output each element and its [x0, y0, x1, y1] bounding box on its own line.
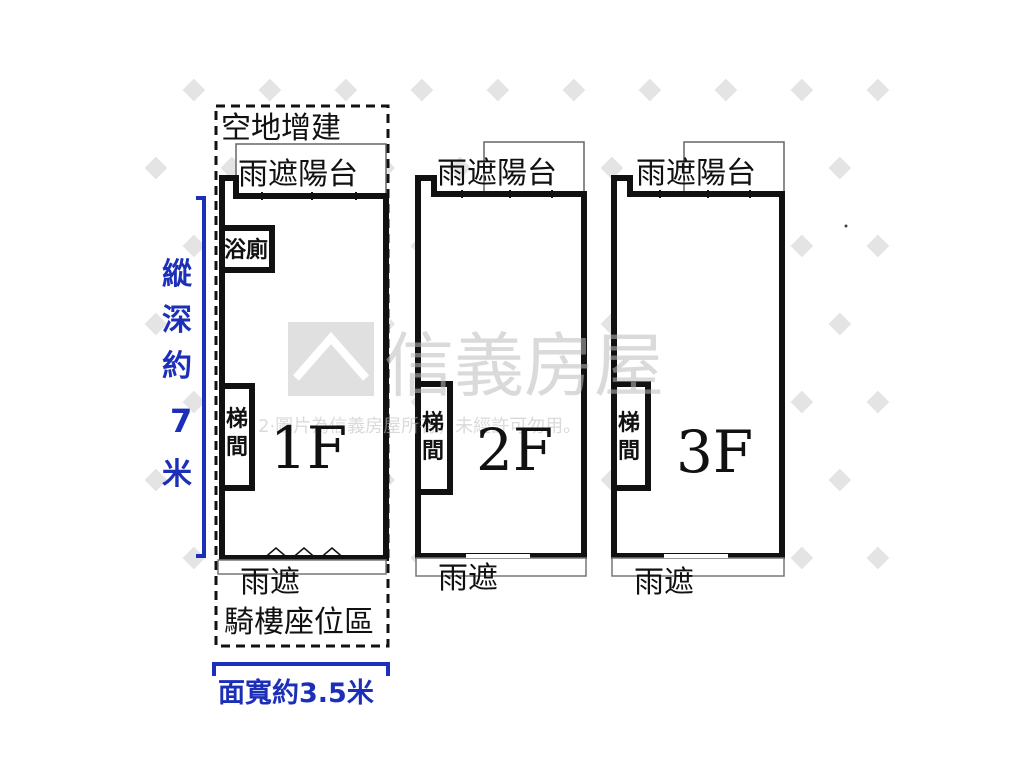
watermark-tile-icon — [486, 78, 510, 102]
depth-dimension-label: 縱 深 約 7 米 — [162, 257, 192, 492]
watermark-tile-icon — [866, 390, 890, 414]
svg-text:7: 7 — [170, 402, 192, 440]
watermark-tile-icon — [828, 468, 852, 492]
label-stair-3f: 梯 間 — [618, 410, 640, 464]
svg-text:間: 間 — [422, 439, 444, 464]
walls-2f — [415, 175, 587, 559]
label-canopy-2f: 雨遮 — [438, 561, 498, 596]
watermark-tile-icon — [866, 546, 890, 570]
brand-watermark-text: 信義房屋 — [384, 325, 664, 407]
svg-text:梯: 梯 — [618, 410, 640, 436]
label-bathroom: 浴廁 — [224, 237, 268, 263]
watermark-tile-icon — [562, 78, 586, 102]
door-zigzag-1f — [261, 547, 347, 561]
svg-text:間: 間 — [226, 435, 248, 460]
label-canopy-balcony-3f: 雨遮陽台 — [636, 156, 756, 191]
brand-watermark: 信義房屋 2·圖片為信義房屋所有，未經許可勿用。 — [258, 322, 664, 437]
watermark-tile-icon — [866, 78, 890, 102]
label-vacant-addition: 空地增建 — [221, 111, 341, 146]
label-canopy-balcony-1f: 雨遮陽台 — [238, 157, 358, 192]
depth-dimension-bracket — [196, 196, 206, 558]
label-canopy-1f: 雨遮 — [240, 565, 300, 600]
watermark-tile-icon — [828, 156, 852, 180]
canopy-1f — [217, 559, 387, 575]
watermark-tagline: 2·圖片為信義房屋所有，未經許可勿用。 — [258, 416, 581, 437]
bathroom-1f — [222, 225, 275, 273]
svg-text:梯: 梯 — [422, 410, 444, 436]
label-stair-1f: 梯 間 — [226, 406, 248, 460]
watermark-tile-icon — [714, 78, 738, 102]
watermark-tile-icon — [828, 312, 852, 336]
svg-text:間: 間 — [618, 439, 640, 464]
width-dimension-bracket — [212, 662, 390, 676]
label-arcade-seating: 騎樓座位區 — [224, 605, 374, 640]
floor-3f-plan — [611, 141, 785, 577]
svg-text:縱: 縱 — [162, 257, 192, 292]
watermark-tile-icon — [790, 390, 814, 414]
svg-text:深: 深 — [162, 303, 192, 338]
svg-text:梯: 梯 — [226, 406, 248, 432]
floor-2f-plan — [415, 141, 587, 577]
watermark-tile-icon — [258, 78, 282, 102]
stair-3f — [614, 381, 651, 491]
balcony-1f — [235, 143, 387, 197]
floor-label-3f: 3F — [676, 418, 753, 486]
watermark-tile-icon — [866, 234, 890, 258]
watermark-tile-icon — [790, 546, 814, 570]
walls-3f — [611, 175, 785, 559]
width-dimension-label: 面寬約3.5米 — [218, 677, 374, 709]
svg-text:米: 米 — [162, 457, 192, 492]
label-canopy-3f: 雨遮 — [634, 565, 694, 600]
stair-1f — [222, 383, 255, 491]
label-stair-2f: 梯 間 — [422, 410, 444, 464]
watermark-tile-icon — [638, 78, 662, 102]
label-canopy-balcony-2f: 雨遮陽台 — [437, 156, 557, 191]
floor-label-1f: 1F — [270, 414, 347, 482]
watermark-tile-icon — [790, 234, 814, 258]
floor-label-2f: 2F — [476, 416, 553, 484]
watermark-tile-icon — [144, 156, 168, 180]
stair-2f — [418, 381, 453, 495]
watermark-tile-icon — [334, 78, 358, 102]
watermark-tile-icon — [182, 234, 206, 258]
watermark-tile-icon — [790, 78, 814, 102]
svg-text:約: 約 — [162, 349, 192, 384]
watermark-tile-icon — [410, 78, 434, 102]
watermark-tile-icon — [182, 78, 206, 102]
